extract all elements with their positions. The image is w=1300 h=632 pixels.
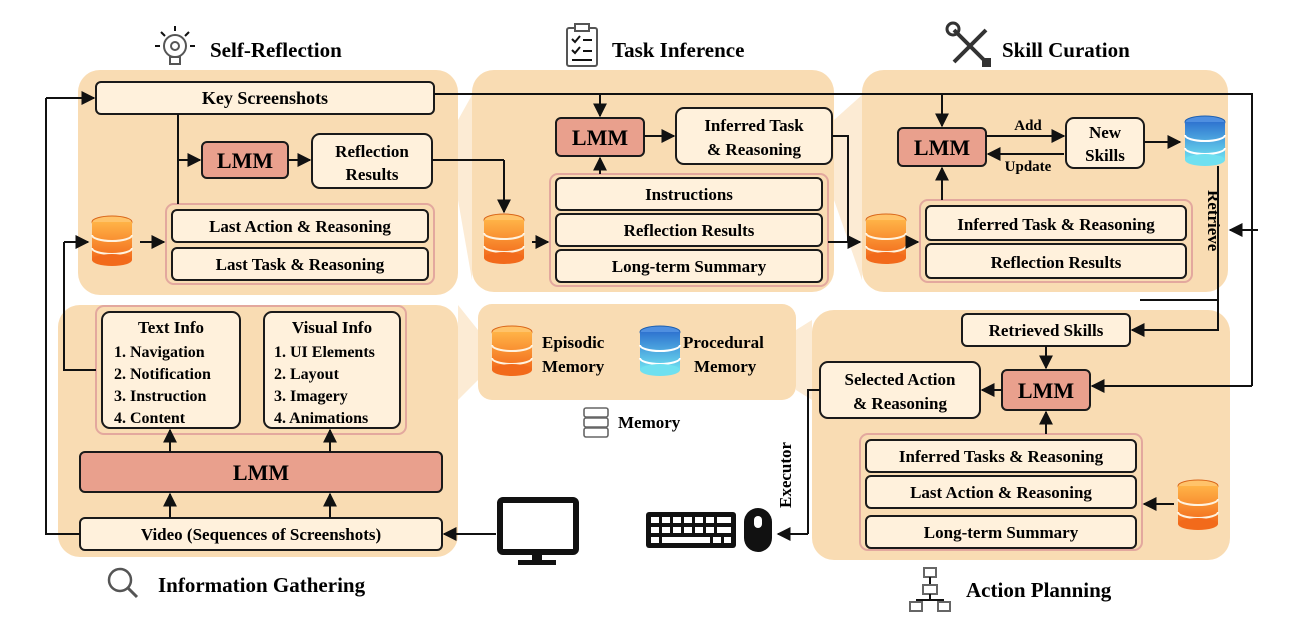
reflection-results-line1: Reflection <box>335 142 409 161</box>
ti-reflection-results-box <box>555 213 823 247</box>
retrieve-label: Retrieve <box>1204 190 1223 252</box>
text-info-box <box>101 311 241 429</box>
sc-reflection-results-label: Reflection Results <box>991 253 1122 272</box>
key-screenshots-label: Key Screenshots <box>202 88 328 108</box>
executor-label: Executor <box>776 441 795 508</box>
task-inference-input-group <box>549 173 829 287</box>
text-info-item: 1. Navigation <box>114 344 205 361</box>
episodic-database-icon <box>865 213 907 265</box>
instructions-label: Instructions <box>645 185 733 204</box>
procedural-database-icon <box>1184 115 1226 167</box>
last-task-label: Last Task & Reasoning <box>216 255 385 274</box>
monitor-icon <box>497 497 579 565</box>
new-skills-line1: New <box>1089 123 1122 142</box>
executor-tag <box>772 412 798 516</box>
self-reflection-lmm-label: LMM <box>217 148 273 173</box>
inferred-tasks-label: Inferred Tasks & Reasoning <box>899 447 1104 466</box>
sc-inferred-task-label: Inferred Task & Reasoning <box>957 215 1155 234</box>
procedural-memory-line2: Memory <box>694 357 757 376</box>
action-planning-lmm-label: LMM <box>1018 378 1074 403</box>
task-inference-title: Task Inference <box>612 38 744 62</box>
episodic-memory-line1: Episodic <box>542 333 605 352</box>
task-inference-lmm-label: LMM <box>572 125 628 150</box>
ap-last-action-box <box>865 475 1137 509</box>
skill-curation-input-group <box>919 199 1193 283</box>
new-skills-line2: Skills <box>1085 146 1125 165</box>
panel-connector <box>458 305 478 400</box>
keyboard-icon <box>646 512 736 548</box>
self-reflection-input-group <box>165 203 435 285</box>
lightbulb-gear-icon <box>155 26 195 65</box>
visual-info-box <box>263 311 401 429</box>
memory-title: Memory <box>618 413 681 432</box>
inferred-task-line2: & Reasoning <box>707 140 801 159</box>
episodic-memory-icon <box>491 325 533 377</box>
procedural-memory-line1: Procedural <box>683 333 764 352</box>
selected-action-line2: & Reasoning <box>853 394 947 413</box>
last-action-label: Last Action & Reasoning <box>209 217 391 236</box>
last-action-box <box>171 209 429 243</box>
skill-curation-title: Skill Curation <box>1002 38 1130 62</box>
ap-last-action-label: Last Action & Reasoning <box>910 483 1092 502</box>
update-label: Update <box>1005 159 1052 175</box>
magnifier-icon <box>107 567 139 599</box>
visual-info-item: 2. Layout <box>274 366 340 383</box>
ap-long-term-summary-label: Long-term Summary <box>924 523 1079 542</box>
reflection-results-line2: Results <box>346 165 399 184</box>
self-reflection-title: Self-Reflection <box>210 38 342 62</box>
last-task-box <box>171 247 429 281</box>
wrench-screwdriver-icon <box>945 21 991 67</box>
text-info-item: 3. Instruction <box>114 388 207 405</box>
retrieved-skills-label: Retrieved Skills <box>989 321 1104 340</box>
instructions-box <box>555 177 823 211</box>
panel-connector <box>796 320 812 400</box>
visual-info-item: 4. Animations <box>274 410 368 427</box>
inferred-tasks-box <box>865 439 1137 473</box>
information-gathering-lmm <box>79 451 443 493</box>
skill-curation-lmm <box>897 127 987 167</box>
action-planning-title: Action Planning <box>966 578 1112 602</box>
ti-reflection-results-label: Reflection Results <box>624 221 755 240</box>
clipboard-checklist-icon <box>566 23 598 67</box>
visual-info-title: Visual Info <box>292 318 372 337</box>
text-info-title: Text Info <box>138 318 204 337</box>
ti-long-term-summary-box <box>555 249 823 283</box>
episodic-database-icon <box>1177 479 1219 531</box>
memory-server-icon <box>583 407 609 438</box>
sc-reflection-results-box <box>925 243 1187 279</box>
skill-curation-lmm-label: LMM <box>914 135 970 160</box>
text-info-item: 4. Content <box>114 410 186 427</box>
panel-connector <box>458 95 472 280</box>
ti-long-term-summary-label: Long-term Summary <box>612 257 767 276</box>
sc-inferred-task-box <box>925 205 1187 241</box>
information-gathering-lmm-label: LMM <box>233 460 289 485</box>
visual-info-item: 1. UI Elements <box>274 344 375 361</box>
key-screenshots-box <box>95 81 435 115</box>
text-info-item: 2. Notification <box>114 366 211 383</box>
information-gathering-title: Information Gathering <box>158 573 366 597</box>
video-label: Video (Sequences of Screenshots) <box>141 525 381 544</box>
episodic-database-icon <box>91 215 133 267</box>
ap-long-term-summary-box <box>865 515 1137 549</box>
episodic-database-icon <box>483 213 525 265</box>
episodic-memory-line2: Memory <box>542 357 605 376</box>
add-label: Add <box>1014 118 1042 134</box>
inferred-task-line1: Inferred Task <box>704 116 804 135</box>
procedural-memory-icon <box>639 325 681 377</box>
flowchart-icon <box>909 567 951 612</box>
visual-info-item: 3. Imagery <box>274 388 348 405</box>
mouse-icon <box>744 508 772 552</box>
selected-action-line1: Selected Action <box>845 370 956 389</box>
memory-panel <box>478 304 796 400</box>
action-planning-input-group <box>859 433 1143 551</box>
